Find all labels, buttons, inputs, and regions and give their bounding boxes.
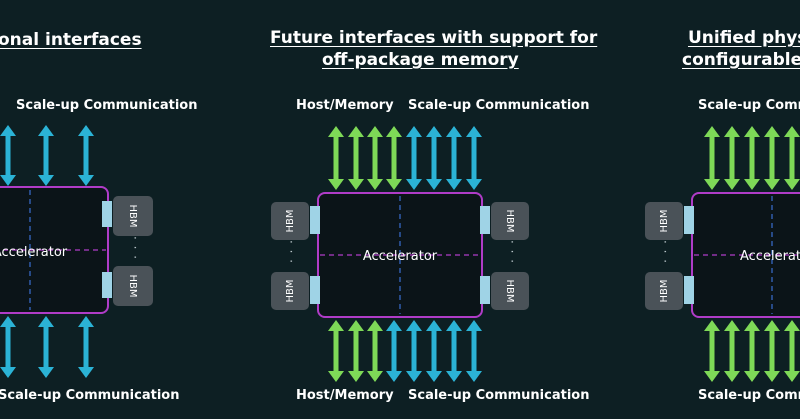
center-accelerator-chip: Accelerator — [317, 192, 483, 318]
center-top-blue-arrow — [446, 126, 462, 190]
right-top-green-arrow — [784, 126, 800, 190]
center-top-green-arrow — [367, 126, 383, 190]
right-bottom-green-arrow — [744, 320, 760, 382]
svg-text:HBM: HBM — [127, 204, 138, 227]
left-hbm-ellipsis: · · · — [128, 236, 142, 261]
left-bottom-arrow — [38, 316, 54, 378]
center-bottom-blue-arrow — [426, 320, 442, 382]
center-right-hbm-ellipsis: · · · — [505, 240, 519, 265]
center-bottom-blue-arrow — [446, 320, 462, 382]
right-hbm-ellipsis: · · · — [658, 240, 672, 265]
left-panel-title: onal interfaces — [0, 30, 142, 50]
right-bottom-green-arrow — [724, 320, 740, 382]
right-top-green-arrow — [764, 126, 780, 190]
right-top-label: Scale-up Commun — [698, 98, 800, 113]
center-hbm-right-1: HBM — [480, 202, 529, 240]
center-chip-label: Accelerator — [363, 249, 438, 264]
center-top-blue-arrow — [426, 126, 442, 190]
svg-text:HBM: HBM — [659, 279, 670, 302]
center-left-hbm-ellipsis: · · · — [284, 240, 298, 265]
right-hbm-2: HBM — [645, 272, 694, 310]
center-hbm-left-2: HBM — [271, 272, 320, 310]
right-chip-label: Accelerato — [740, 249, 800, 264]
left-top-label: Scale-up Communication — [16, 98, 198, 113]
center-top-green-arrow — [328, 126, 344, 190]
left-bottom-arrow — [0, 316, 16, 378]
left-accelerator-chip: Accelerator — [0, 186, 109, 314]
svg-text:HBM: HBM — [285, 209, 296, 232]
left-hbm-2: HBM — [102, 266, 153, 306]
center-panel-title-line2: off-package memory — [322, 50, 519, 70]
center-bottom-right-label: Scale-up Communication — [408, 388, 590, 403]
center-bottom-left-label: Host/Memory — [296, 388, 394, 403]
right-top-green-arrow — [744, 126, 760, 190]
center-bottom-blue-arrow — [466, 320, 482, 382]
svg-text:HBM: HBM — [127, 274, 138, 297]
center-top-blue-arrow — [466, 126, 482, 190]
left-bottom-label: Scale-up Communication — [0, 388, 180, 403]
right-bottom-label: Scale-up Commun — [698, 388, 800, 403]
left-top-arrow — [78, 125, 94, 186]
right-bottom-green-arrow — [784, 320, 800, 382]
left-hbm-1: HBM — [102, 196, 153, 236]
center-bottom-blue-arrow — [386, 320, 402, 382]
right-accelerator-chip: Accelerato — [691, 192, 800, 318]
left-bottom-arrow — [78, 316, 94, 378]
right-top-green-arrow — [724, 126, 740, 190]
center-bottom-green-arrow — [367, 320, 383, 382]
svg-text:HBM: HBM — [504, 279, 515, 302]
center-hbm-right-2: HBM — [480, 272, 529, 310]
right-bottom-green-arrow — [764, 320, 780, 382]
center-bottom-green-arrow — [348, 320, 364, 382]
left-chip-label: Accelerator — [0, 245, 68, 260]
svg-text:HBM: HBM — [285, 279, 296, 302]
center-top-blue-arrow — [406, 126, 422, 190]
right-top-green-arrow — [704, 126, 720, 190]
center-bottom-green-arrow — [328, 320, 344, 382]
center-panel-title-line1: Future interfaces with support for — [270, 28, 598, 48]
right-panel-title-line1: Unified physic — [688, 28, 800, 48]
right-panel-title-line2: configurable in — [682, 50, 800, 70]
center-top-left-label: Host/Memory — [296, 98, 394, 113]
arrows-layer — [0, 125, 800, 382]
center-bottom-blue-arrow — [406, 320, 422, 382]
right-bottom-green-arrow — [704, 320, 720, 382]
center-hbm-left-1: HBM — [271, 202, 320, 240]
center-top-green-arrow — [348, 126, 364, 190]
right-hbm-1: HBM — [645, 202, 694, 240]
left-top-arrow — [0, 125, 16, 186]
center-top-right-label: Scale-up Communication — [408, 98, 590, 113]
svg-text:HBM: HBM — [659, 209, 670, 232]
left-top-arrow — [38, 125, 54, 186]
center-top-green-arrow — [386, 126, 402, 190]
svg-text:HBM: HBM — [504, 209, 515, 232]
